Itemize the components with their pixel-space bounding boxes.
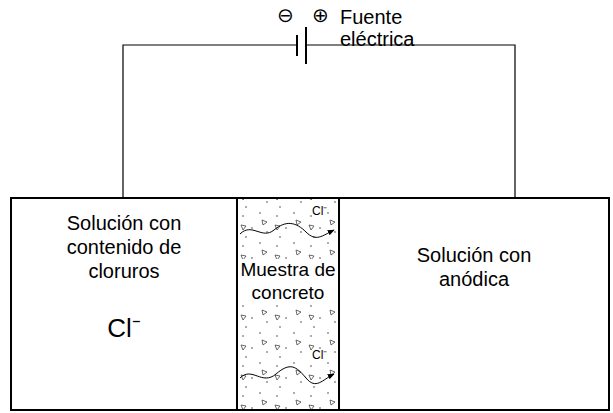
polarity-sign: ⊖: [277, 4, 294, 26]
chloride-path: [240, 367, 334, 384]
wire: [123, 45, 515, 197]
ion-symbol: Cl⁻: [107, 313, 141, 344]
polarity-sign: ⊕: [312, 4, 329, 26]
chamber-label: Muestra de concreto: [239, 259, 337, 305]
concrete-sample: Muestra de concreto: [236, 197, 340, 411]
chloride-path: [240, 223, 334, 237]
battery-plate: [305, 27, 307, 64]
ion-label: Cl⁻: [312, 205, 327, 218]
ion-label: Cl⁻: [312, 349, 327, 362]
chamber-label: Solución con anódica: [399, 243, 549, 291]
solution-chamber: Solución con contenido de clorurosCl⁻: [10, 197, 238, 411]
chamber-label: Solución con contenido de cloruros: [29, 211, 219, 283]
battery-plate: [296, 35, 298, 56]
concrete-texture: [238, 199, 338, 409]
solution-chamber: Solución con anódica: [338, 197, 610, 411]
source-label: Fuente eléctrica: [340, 6, 450, 50]
